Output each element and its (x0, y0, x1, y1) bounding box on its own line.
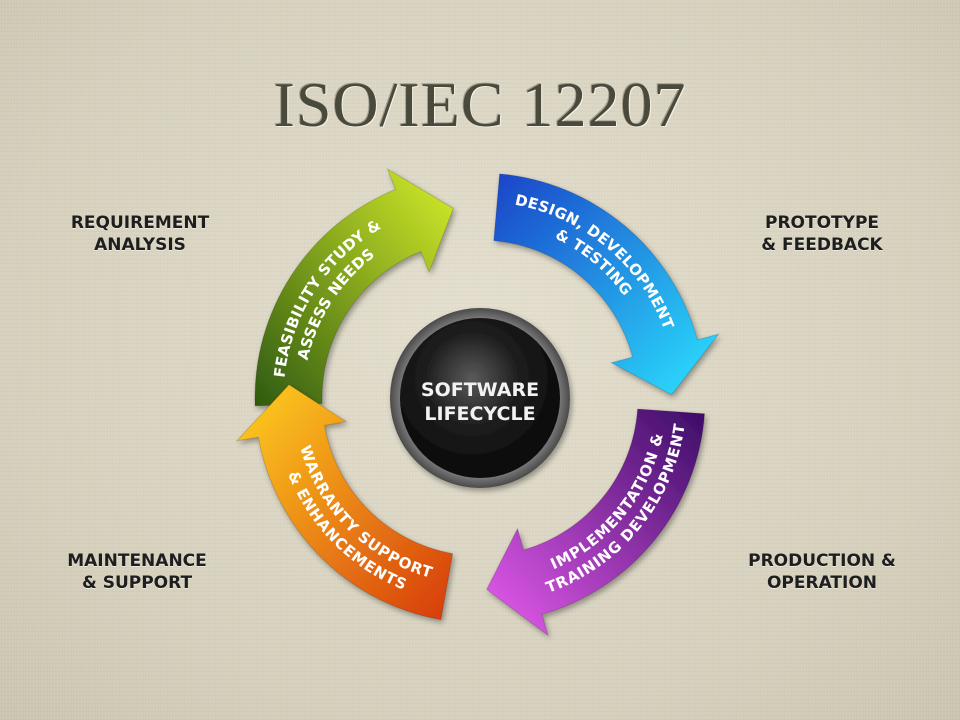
label-line: MAINTENANCE (67, 551, 207, 571)
label-line: & SUPPORT (81, 573, 193, 593)
label-line: PRODUCTION & (748, 551, 896, 571)
arrow-warranty (235, 383, 454, 621)
label-line: PROTOTYPE (764, 213, 880, 233)
label-line: & FEEDBACK (761, 235, 883, 255)
page-title: ISO/IEC 12207 (273, 69, 687, 140)
label-line: ANALYSIS (94, 235, 186, 255)
label-maintenance-support: MAINTENANCE & SUPPORT (27, 550, 247, 594)
label-prototype-feedback: PROTOTYPE & FEEDBACK (712, 212, 932, 256)
label-line: OPERATION (766, 573, 878, 593)
label-production-operation: PRODUCTION & OPERATION (712, 550, 932, 594)
center-text-line-2: LIFECYCLE (424, 403, 535, 425)
arrow-feasibility (254, 167, 454, 407)
cycle-arrows (235, 167, 720, 637)
label-line: REQUIREMENT (70, 213, 210, 233)
arrow-design (493, 173, 720, 396)
label-requirement-analysis: REQUIREMENT ANALYSIS (30, 212, 250, 256)
center-hub (390, 308, 570, 488)
arrow-implementation (486, 408, 706, 637)
center-text-line-1: SOFTWARE (421, 379, 539, 401)
